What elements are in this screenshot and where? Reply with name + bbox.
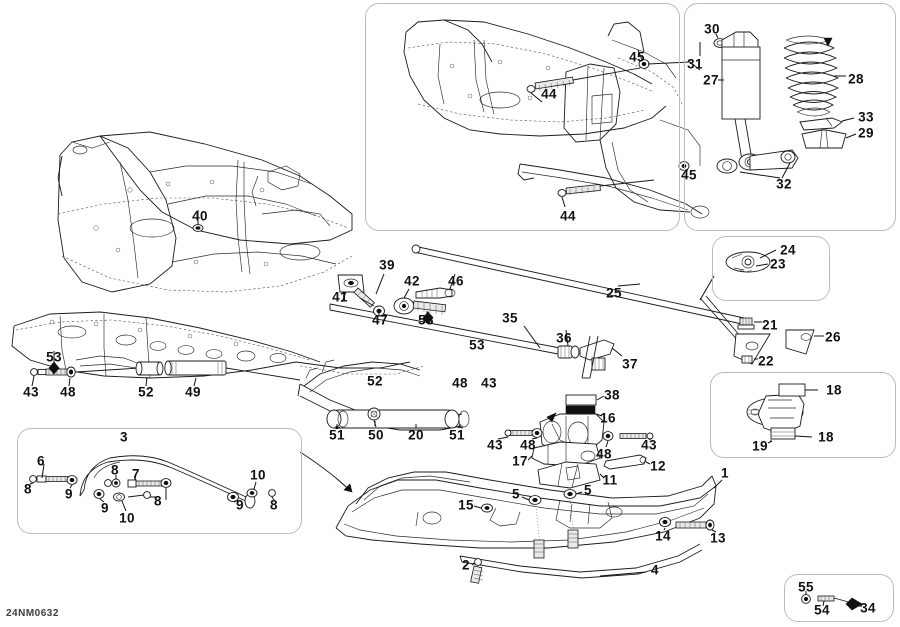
- callout-48-b: 48: [452, 375, 468, 391]
- ski-illustration: [299, 451, 723, 584]
- callout-35: 35: [502, 310, 518, 326]
- callout-29: 29: [858, 125, 874, 141]
- panel-chassis-upper-inset: [365, 3, 680, 231]
- callout-43-d: 43: [641, 437, 657, 453]
- callout-30: 30: [704, 21, 720, 37]
- callout-52-b: 52: [367, 373, 383, 389]
- callout-51-b: 51: [449, 427, 465, 443]
- steering-rod-assembly: [411, 244, 824, 365]
- callout-18-b: 18: [818, 429, 834, 445]
- grease-fitting-inset-illustration: [801, 591, 863, 611]
- callout-9-a: 9: [65, 486, 73, 502]
- callout-12: 12: [650, 458, 666, 474]
- callout-15: 15: [458, 497, 474, 513]
- steering-arm-inset-illustration: [746, 383, 818, 444]
- callout-31: 31: [687, 56, 703, 72]
- callout-8-b: 8: [24, 481, 32, 497]
- callout-37: 37: [622, 356, 638, 372]
- callout-36: 36: [556, 330, 572, 346]
- callout-25: 25: [606, 285, 622, 301]
- callout-5-b: 5: [584, 482, 592, 498]
- sway-bar-inset-illustration: [29, 455, 276, 512]
- chassis-left-illustration: [57, 131, 365, 303]
- callout-7: 7: [132, 466, 140, 482]
- callout-6: 6: [37, 453, 45, 469]
- callout-43-b: 43: [481, 375, 497, 391]
- callout-14: 14: [655, 528, 671, 544]
- callout-10-b: 10: [119, 510, 135, 526]
- callout-32: 32: [776, 176, 792, 192]
- callout-40: 40: [192, 208, 208, 224]
- callout-18-a: 18: [826, 382, 842, 398]
- callout-3: 3: [120, 429, 128, 445]
- callout-19: 19: [752, 438, 768, 454]
- panel-sway-bar-inset: [17, 428, 302, 534]
- callout-8-a: 8: [111, 462, 119, 478]
- callout-9-b: 9: [101, 500, 109, 516]
- callout-23: 23: [770, 256, 786, 272]
- callout-39: 39: [379, 257, 395, 273]
- callout-53-b: 53: [46, 349, 62, 365]
- callout-24: 24: [780, 242, 796, 258]
- bushing-inset-illustration: [725, 249, 777, 273]
- callout-9-c: 9: [236, 497, 244, 513]
- callout-53-a: 53: [418, 312, 434, 328]
- callout-48-a: 48: [60, 384, 76, 400]
- callout-47: 47: [372, 312, 388, 328]
- chassis-lower-illustration: [11, 311, 425, 379]
- callout-8-d: 8: [270, 497, 278, 513]
- callout-20: 20: [408, 427, 424, 443]
- callout-41: 41: [332, 289, 348, 305]
- callout-10-a: 10: [250, 467, 266, 483]
- callout-45-lower: 45: [681, 167, 697, 183]
- callout-52-a: 52: [138, 384, 154, 400]
- tie-rod-assembly: [329, 273, 654, 489]
- callout-8-c: 8: [154, 493, 162, 509]
- fastener-group-left: [30, 351, 301, 387]
- coil-spring: [783, 35, 846, 117]
- callout-50: 50: [368, 427, 384, 443]
- panel-bushing-inset: [712, 236, 830, 301]
- callout-16: 16: [600, 410, 616, 426]
- callout-5-a: 5: [512, 486, 520, 502]
- callout-1: 1: [721, 465, 729, 481]
- callout-33: 33: [858, 109, 874, 125]
- lower-a-arm-illustration: [297, 359, 470, 431]
- callout-38: 38: [604, 387, 620, 403]
- callout-43-c: 43: [487, 437, 503, 453]
- callout-17: 17: [512, 453, 528, 469]
- callout-21: 21: [762, 317, 778, 333]
- callout-51-a: 51: [329, 427, 345, 443]
- callout-44-lower: 44: [560, 208, 576, 224]
- callout-34: 34: [860, 600, 876, 616]
- shock-absorber-illustration: [699, 31, 857, 179]
- callout-27: 27: [703, 72, 719, 88]
- callout-11: 11: [602, 472, 618, 488]
- callout-42: 42: [404, 273, 420, 289]
- callout-44-upper: 44: [541, 86, 557, 102]
- diagram-part-code: 24NM0632: [6, 608, 59, 619]
- callout-28: 28: [848, 71, 864, 87]
- callout-46: 46: [448, 273, 464, 289]
- callout-48-c: 48: [520, 437, 536, 453]
- panel-shock-absorber-inset: [684, 3, 896, 231]
- callout-4: 4: [651, 562, 659, 578]
- callout-49: 49: [185, 384, 201, 400]
- panel-steering-arm-inset: [710, 372, 896, 458]
- chassis-inset-illustration: [403, 19, 710, 219]
- callout-13: 13: [710, 530, 726, 546]
- callout-53-c: 53: [469, 337, 485, 353]
- callout-55: 55: [798, 579, 814, 595]
- callout-45-upper: 45: [629, 49, 645, 65]
- callout-22: 22: [758, 353, 774, 369]
- a-arm-number-stems: [336, 421, 461, 429]
- callout-48-d: 48: [596, 446, 612, 462]
- callout-43-a: 43: [23, 384, 39, 400]
- callout-26: 26: [825, 329, 841, 345]
- callout-54: 54: [814, 602, 830, 618]
- callout-2: 2: [462, 557, 470, 573]
- panel-grease-fitting-inset: [784, 574, 894, 622]
